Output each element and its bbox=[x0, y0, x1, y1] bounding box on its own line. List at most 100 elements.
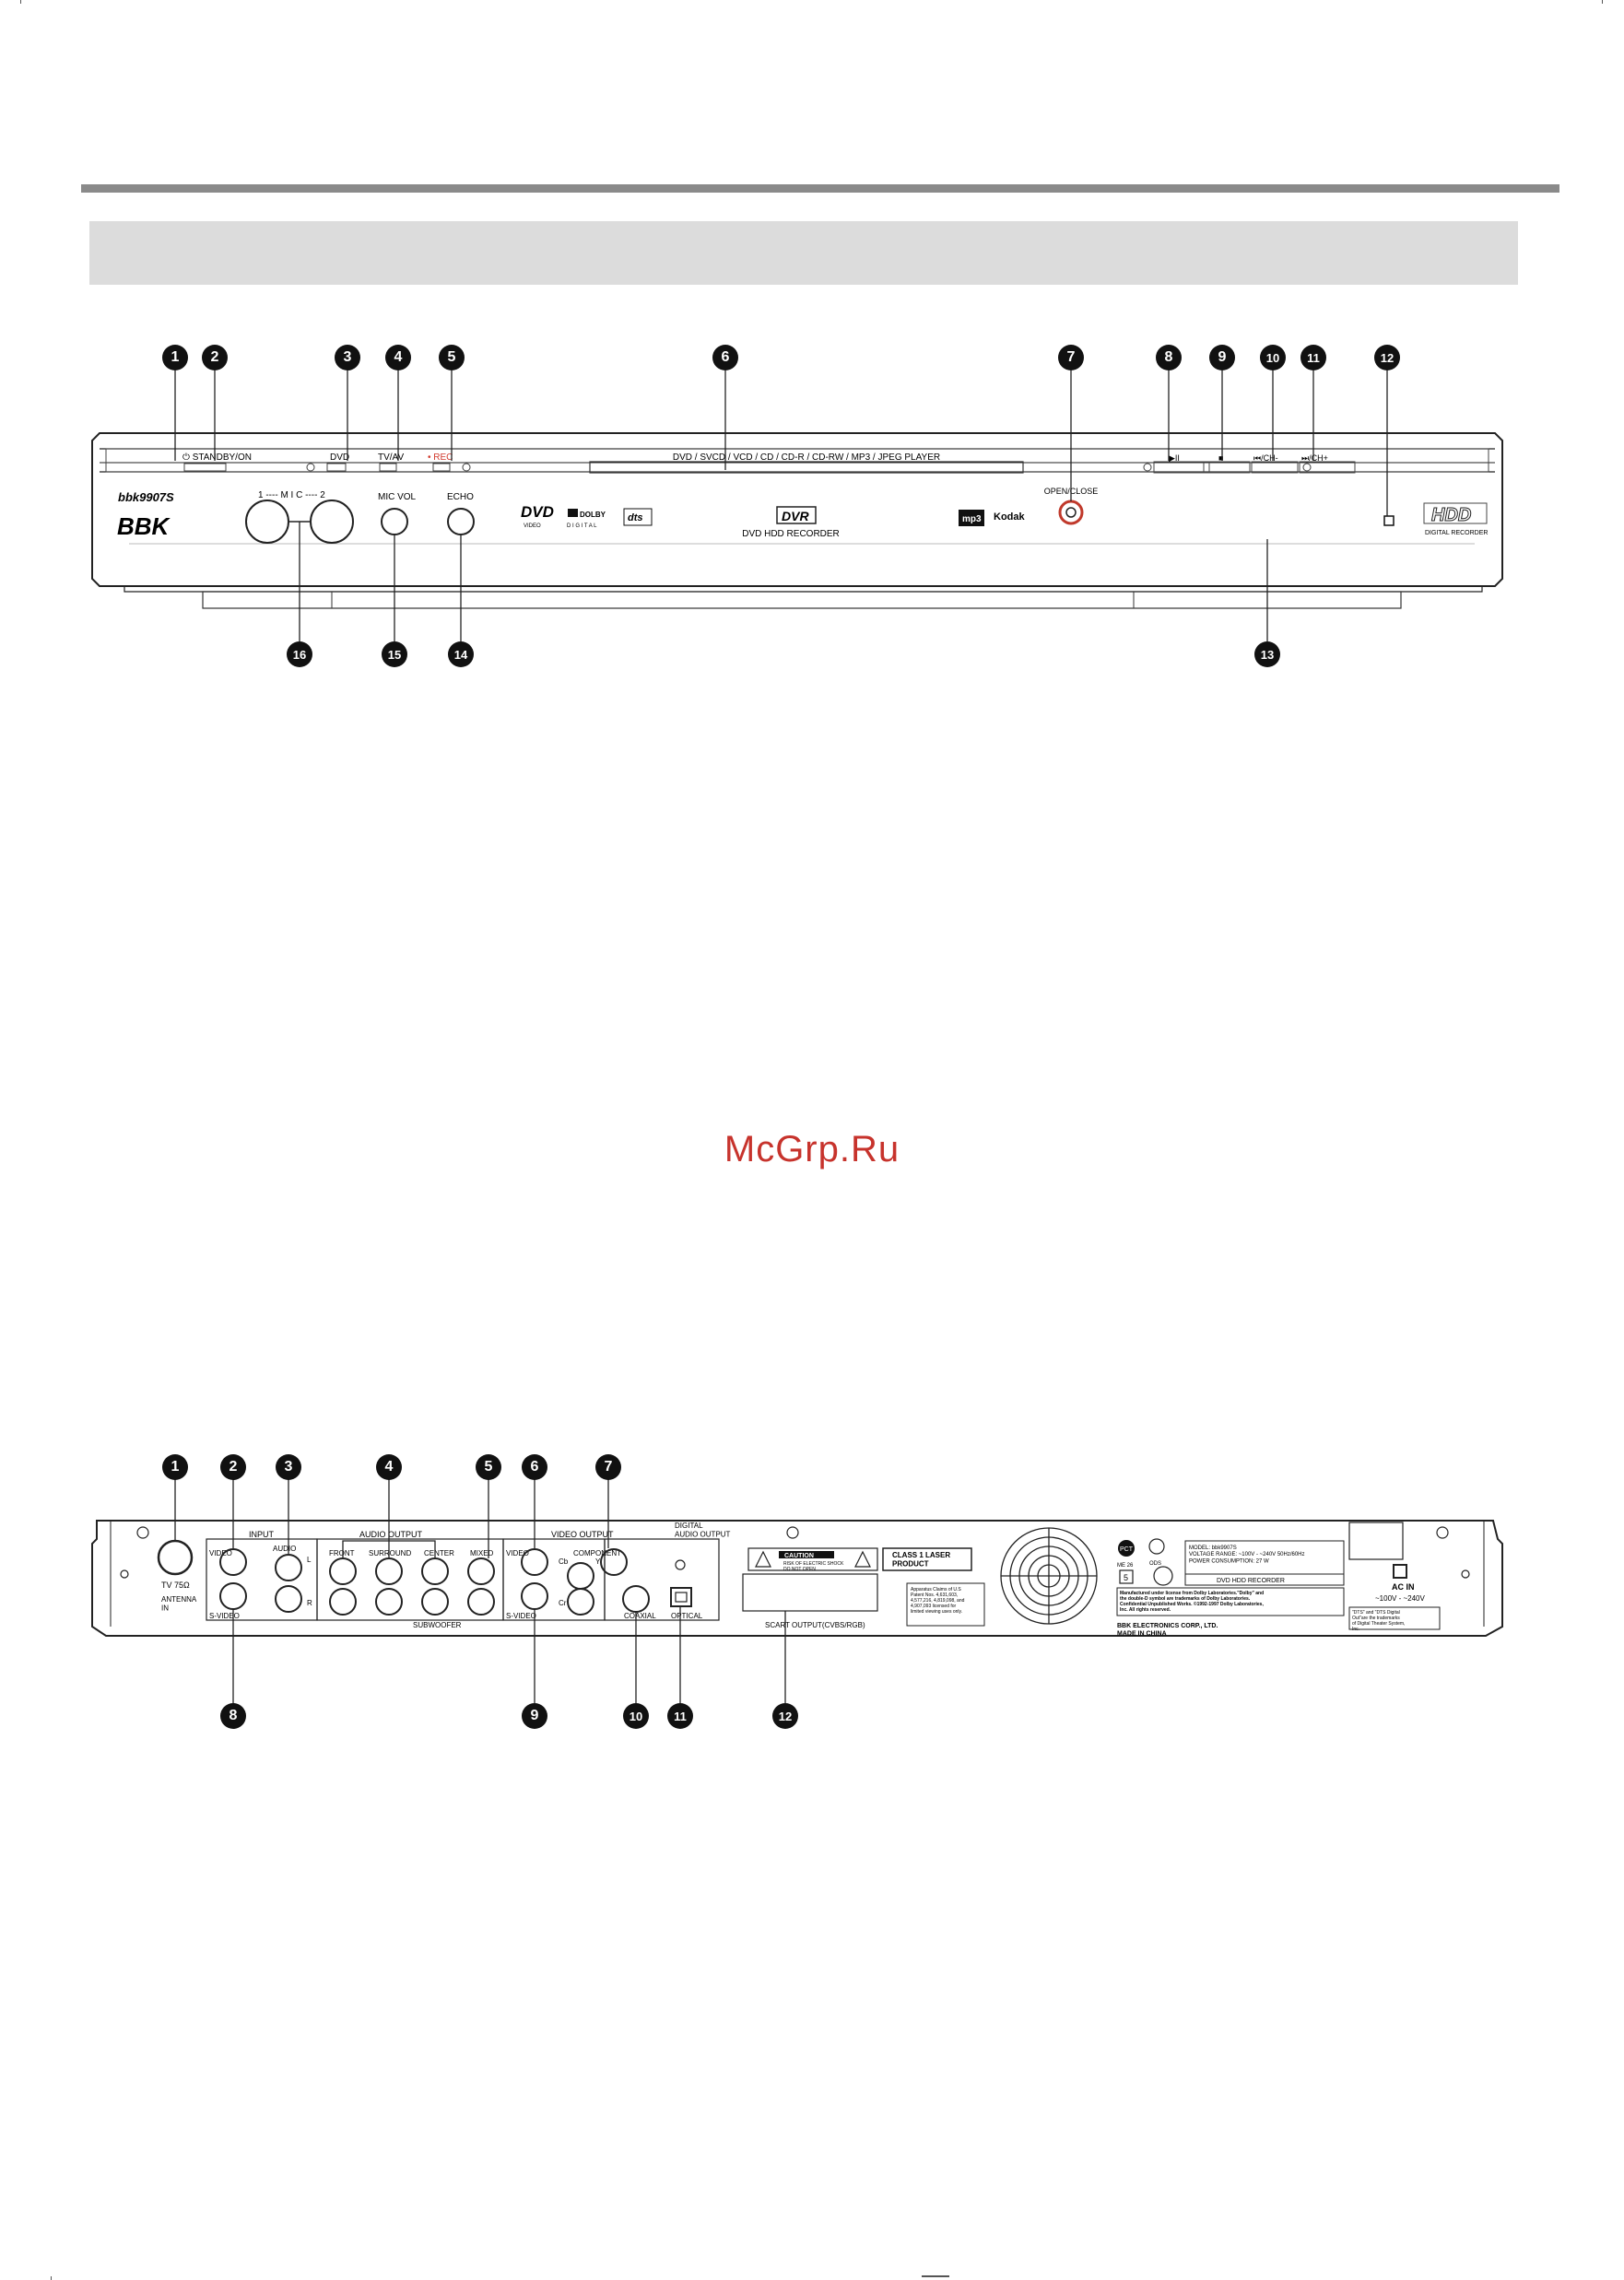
video-output-label: VIDEO OUTPUT bbox=[551, 1530, 614, 1539]
dolby-digital-label: D I G I T A L bbox=[567, 523, 597, 529]
callout: 4 bbox=[385, 345, 411, 370]
dvd-hdd-recorder-label: DVD HDD RECORDER bbox=[742, 529, 840, 539]
input-audio-label: AUDIO bbox=[273, 1545, 296, 1553]
callout: 2 bbox=[220, 1454, 246, 1480]
callout: 5 bbox=[439, 345, 465, 370]
standby-label: ⏻ STANDBY/ON bbox=[182, 452, 252, 463]
input-r-label: R bbox=[307, 1599, 312, 1607]
rec-button bbox=[432, 463, 451, 472]
dvd-button bbox=[326, 463, 347, 472]
dolby-logo: DOLBY bbox=[580, 511, 606, 519]
callout: 11 bbox=[1300, 345, 1326, 370]
model-label: bbk9907S bbox=[118, 490, 174, 504]
input-label: INPUT bbox=[249, 1530, 275, 1539]
optical-label: OPTICAL bbox=[671, 1612, 703, 1620]
open-close-inner bbox=[1065, 507, 1077, 518]
ac-inlet bbox=[1393, 1564, 1407, 1579]
callout: 5 bbox=[476, 1454, 501, 1480]
caution-label: CAUTION bbox=[784, 1553, 814, 1559]
surround-r-jack bbox=[375, 1588, 403, 1616]
crop-mark bbox=[1602, 0, 1603, 4]
ac-in-label: AC IN bbox=[1392, 1582, 1415, 1592]
ods-mark bbox=[1148, 1538, 1165, 1555]
pct-label: PCT bbox=[1120, 1546, 1134, 1553]
ac-inlet-housing bbox=[1348, 1522, 1404, 1560]
callout: 15 bbox=[382, 641, 407, 667]
callout: 9 bbox=[1209, 345, 1235, 370]
dvr-badge bbox=[776, 506, 817, 524]
screw-icon bbox=[1143, 463, 1152, 472]
scart-connector bbox=[742, 1573, 878, 1612]
next-button bbox=[1299, 461, 1356, 474]
me26-label: ME 26 bbox=[1117, 1563, 1134, 1569]
rec-label: • REC bbox=[428, 452, 453, 463]
hdd-badge bbox=[1423, 502, 1488, 524]
recycle-mark bbox=[1119, 1569, 1134, 1584]
dvd-label: DVD bbox=[330, 452, 349, 463]
subwoofer-jack bbox=[421, 1588, 449, 1616]
screw-icon bbox=[462, 463, 471, 472]
crop-mark bbox=[922, 2275, 949, 2277]
callout: 3 bbox=[335, 345, 360, 370]
dts-notice-box bbox=[1348, 1606, 1441, 1630]
cb-label: Cb bbox=[559, 1557, 569, 1566]
callout: 13 bbox=[1254, 641, 1280, 667]
callout: 1 bbox=[162, 1454, 188, 1480]
callout: 7 bbox=[595, 1454, 621, 1480]
play-pause-button bbox=[1153, 461, 1210, 474]
svideo-out-label: S-VIDEO bbox=[506, 1612, 536, 1620]
dvr-logo: DVR bbox=[782, 509, 809, 523]
screw-icon bbox=[306, 463, 315, 472]
dvd-logo: DVD bbox=[521, 503, 554, 521]
stop-icon: ■ bbox=[1218, 453, 1223, 463]
mic-vol-label: MIC VOL bbox=[378, 492, 417, 502]
screw-icon bbox=[1302, 463, 1312, 472]
tvav-button bbox=[379, 463, 397, 472]
callout: 8 bbox=[220, 1703, 246, 1729]
dvd-video-label: VIDEO bbox=[524, 523, 541, 529]
scart-label: SCART OUTPUT(CVBS/RGB) bbox=[765, 1621, 865, 1629]
y-label: Y bbox=[595, 1557, 601, 1566]
mp3-logo: mp3 bbox=[962, 514, 982, 524]
callout: 4 bbox=[376, 1454, 402, 1480]
standby-button bbox=[183, 463, 227, 472]
callout: 8 bbox=[1156, 345, 1182, 370]
player-strip-label: DVD / SVCD / VCD / CD / CD-R / CD-RW / M… bbox=[673, 452, 940, 463]
input-l-label: L bbox=[307, 1556, 312, 1564]
play-pause-icon: ▶II bbox=[1169, 453, 1180, 463]
callout: 6 bbox=[522, 1454, 547, 1480]
front-panel-diagram: ⏻ STANDBY/ON DVD TV/AV • REC DVD / SVCD … bbox=[91, 370, 1503, 641]
caution-label-box bbox=[747, 1547, 878, 1571]
section-band bbox=[89, 221, 1518, 285]
mic-label: 1 ---- M I C ---- 2 bbox=[258, 490, 325, 500]
patents-box bbox=[906, 1582, 985, 1627]
callout: 10 bbox=[623, 1703, 649, 1729]
dolby-notice-box bbox=[1116, 1587, 1345, 1616]
coaxial-label: COAXIAL bbox=[624, 1612, 656, 1620]
front-label: FRONT bbox=[329, 1549, 355, 1557]
fan-grille bbox=[1000, 1527, 1098, 1625]
next-ch-label: ⏭/CH+ bbox=[1301, 453, 1328, 463]
mp3-badge bbox=[959, 510, 984, 526]
hdd-logo: HDD bbox=[1431, 505, 1471, 525]
center-label: CENTER bbox=[424, 1549, 454, 1557]
digital-output-block bbox=[604, 1538, 720, 1621]
callout: 16 bbox=[287, 641, 312, 667]
brand-logo: BBK bbox=[117, 512, 171, 540]
dolby-icon bbox=[568, 509, 578, 517]
prev-button bbox=[1251, 461, 1299, 474]
tvav-label: TV/AV bbox=[378, 452, 404, 463]
component-label: COMPONENT bbox=[573, 1549, 621, 1557]
manufacturer-label: BBK ELECTRONICS CORP., LTD.MADE IN CHINA bbox=[1117, 1623, 1218, 1637]
video-out-label: VIDEO bbox=[506, 1549, 529, 1557]
prev-ch-label: ⏮/CH- bbox=[1253, 453, 1278, 463]
callout: 14 bbox=[448, 641, 474, 667]
component-y-jack bbox=[600, 1548, 628, 1576]
cr-label: Cr bbox=[559, 1599, 567, 1607]
leader-lines bbox=[174, 1467, 786, 1703]
disc-tray bbox=[589, 461, 1024, 474]
